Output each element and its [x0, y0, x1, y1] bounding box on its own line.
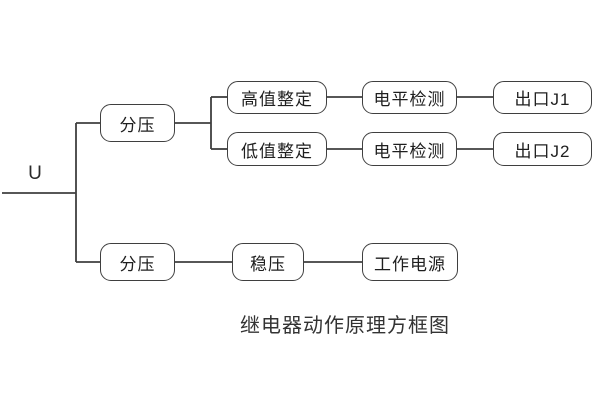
node-level-detection-1: 电平检测 — [362, 81, 457, 114]
node-outlet-j2: 出口J2 — [493, 132, 592, 166]
diagram-caption: 继电器动作原理方框图 — [240, 315, 450, 337]
node-high-value-setting: 高值整定 — [227, 81, 327, 114]
node-voltage-divider-top: 分压 — [100, 104, 175, 142]
node-low-value-setting: 低值整定 — [227, 132, 327, 166]
node-voltage-divider-bottom: 分压 — [100, 243, 175, 281]
node-working-power: 工作电源 — [362, 243, 458, 281]
node-voltage-regulator: 稳压 — [232, 243, 304, 281]
node-outlet-j1: 出口J1 — [493, 81, 592, 114]
node-level-detection-2: 电平检测 — [362, 132, 457, 166]
input-voltage-label: U — [28, 163, 42, 184]
